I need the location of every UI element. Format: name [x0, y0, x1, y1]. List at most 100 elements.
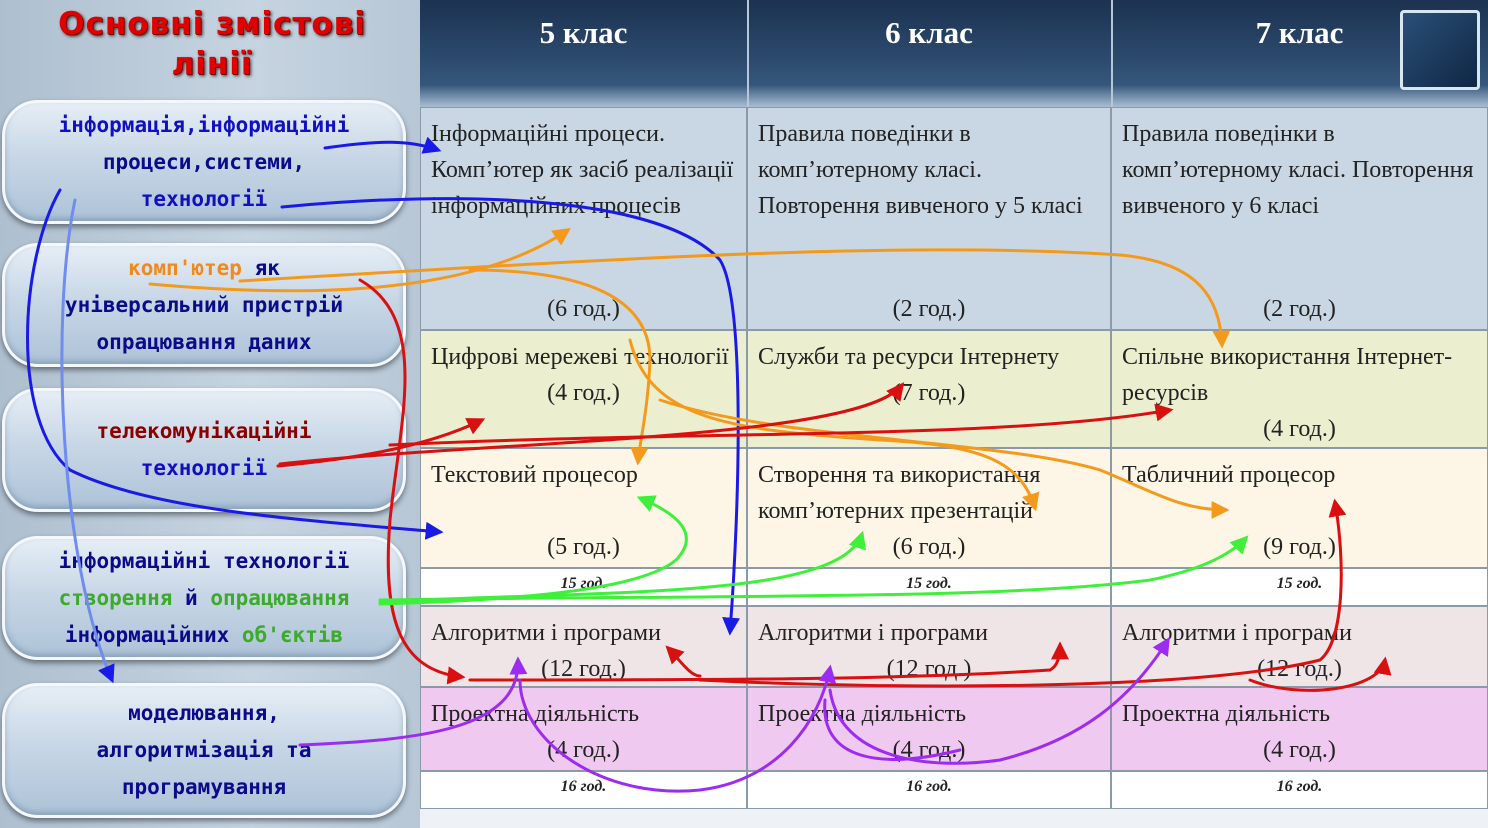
- content-line-row: телекомунікаційні: [97, 413, 312, 450]
- topic-hours: (2 год.): [1263, 296, 1336, 322]
- topic-hours: (12 год.): [886, 656, 972, 682]
- content-line-text: програмування: [121, 775, 287, 799]
- topic-hours: (12 год.): [1257, 656, 1342, 682]
- topic-title: Табличний процесор: [1122, 462, 1336, 488]
- topic-cell: Проектна діяльність (4 год.): [420, 687, 747, 771]
- topic-hours: (6 год.): [892, 534, 966, 560]
- content-line-text: технології: [140, 186, 268, 211]
- hours-total: 15 год.: [1276, 575, 1323, 592]
- topic-hours: (4 год.): [1263, 416, 1336, 442]
- content-line-text: універсальний пристрій: [64, 292, 344, 317]
- hours-total-cell: 15 год.: [1111, 568, 1488, 606]
- content-line-row: технології: [141, 181, 267, 218]
- topic-hours: (9 год.): [1263, 534, 1336, 560]
- topic-cell: Створення та використання комп’ютерних п…: [747, 448, 1111, 568]
- content-line-row: універсальний пристрій: [65, 287, 343, 324]
- content-line-modeling: моделювання, алгоритмізація та програмуван…: [2, 683, 406, 818]
- topic-cell: Цифрові мережеві технології (4 год.): [420, 330, 747, 448]
- content-line-text: інформаційні технології: [58, 548, 350, 573]
- content-line-row: алгоритмізація та: [97, 732, 312, 769]
- topic-title: Створення та використання комп’ютерних п…: [758, 462, 1041, 524]
- content-line-row: інформаційні технології: [59, 543, 350, 580]
- hours-total: 16 год.: [1276, 778, 1323, 795]
- content-line-text: як: [241, 255, 280, 280]
- hours-total-cell: 16 год.: [747, 771, 1111, 809]
- content-line-text: інформаційних: [64, 622, 242, 647]
- hours-total-cell: 16 год.: [420, 771, 747, 809]
- content-line-text: опрацювання даних: [96, 329, 312, 354]
- content-line-text: опрацювання: [210, 585, 350, 610]
- grade-header: 6 клас: [747, 0, 1113, 107]
- topic-hours: (4 год.): [547, 380, 620, 406]
- content-line-text: технології: [140, 456, 268, 480]
- content-line-text: телекомунікаційні: [96, 419, 312, 443]
- content-line-row: моделювання,: [128, 695, 280, 732]
- hours-total-cell: 15 год.: [747, 568, 1111, 606]
- content-line-text: й: [172, 585, 211, 610]
- content-line-info: інформація,інформаційні процеси,системи, т…: [2, 100, 406, 224]
- topic-hours: (7 год.): [892, 380, 966, 406]
- content-line-row: створення й опрацювання: [59, 580, 350, 617]
- topic-hours: (4 год.): [892, 737, 966, 763]
- hours-total-cell: 16 год.: [1111, 771, 1488, 809]
- grade-header: 5 клас: [420, 0, 749, 107]
- content-line-row: програмування: [122, 769, 286, 806]
- content-line-row: опрацювання даних: [97, 324, 312, 361]
- content-line-text: інформація,інформаційні: [58, 112, 350, 137]
- topic-cell: Проектна діяльність(4 год.): [747, 687, 1111, 771]
- content-line-telecom: телекомунікаційні технології: [2, 388, 406, 512]
- topic-hours: (5 год.): [547, 534, 620, 560]
- topic-title: Спільне використання Інтернет-ресурсів: [1122, 344, 1453, 406]
- content-line-text: алгоритмізація та: [96, 738, 312, 762]
- panel-title-line: Основні змістові: [58, 6, 366, 42]
- hours-total-cell: 15 год.: [420, 568, 747, 606]
- content-line-row: інформаційних об'єктів: [65, 617, 343, 654]
- topic-title: Алгоритми і програми: [1122, 620, 1352, 646]
- topic-cell: Табличний процесор (9 год.): [1111, 448, 1488, 568]
- hours-total: 16 год.: [906, 778, 952, 795]
- topic-title: Текстовий процесор: [431, 462, 638, 488]
- monitor-icon: [1400, 10, 1480, 90]
- content-line-infotech: інформаційні технології створення й опрац…: [2, 536, 406, 660]
- topic-title: Інформаційні процеси. Комп’ютер як засіб…: [431, 121, 734, 219]
- content-line-row: інформація,інформаційні: [59, 107, 350, 144]
- topic-cell: Служби та ресурси Інтернету (7 год.): [747, 330, 1111, 448]
- panel-title-line: лінії: [171, 46, 253, 82]
- hours-total: 15 год.: [906, 575, 952, 592]
- topic-cell: Алгоритми і програми (12 год.): [420, 606, 747, 687]
- topic-title: Проектна діяльність: [1122, 701, 1331, 727]
- content-line-row: комп'ютер як: [128, 250, 280, 287]
- topic-title: Проектна діяльність: [431, 701, 640, 727]
- topic-cell: Правила поведінки в комп’ютерному класі.…: [1111, 107, 1488, 330]
- hours-total: 15 год.: [560, 575, 607, 592]
- content-line-row: технології: [141, 450, 267, 487]
- topic-cell: Спільне використання Інтернет-ресурсів (4…: [1111, 330, 1488, 448]
- content-line-row: процеси,системи,: [103, 144, 305, 181]
- topic-hours: (2 год.): [892, 296, 966, 322]
- topic-hours: (12 год.): [541, 656, 626, 682]
- content-line-text: об'єктів: [241, 622, 344, 647]
- content-line-computer: комп'ютер як універсальний пристрій опрацю…: [2, 243, 406, 367]
- topic-cell: Текстовий процесор (5 год.): [420, 448, 747, 568]
- content-line-text: процеси,системи,: [102, 149, 306, 174]
- topic-cell: Алгоритми і програми (12 год.): [1111, 606, 1488, 687]
- topic-title: Алгоритми і програми: [758, 620, 988, 646]
- topic-title: Служби та ресурси Інтернету: [758, 344, 1060, 370]
- topic-cell: Інформаційні процеси. Комп’ютер як засіб…: [420, 107, 747, 330]
- content-line-text: моделювання,: [128, 701, 280, 725]
- content-lines-panel: Основні змістові лінії інформація,інформ…: [0, 0, 420, 828]
- topic-title: Правила поведінки в комп’ютерному класі.…: [1122, 121, 1474, 219]
- panel-title: Основні змістові лінії: [10, 4, 414, 84]
- topic-hours: (6 год.): [547, 296, 620, 322]
- topic-title: Алгоритми і програми: [431, 620, 661, 646]
- content-line-text: створення: [58, 585, 173, 610]
- hours-total: 16 год.: [560, 778, 607, 795]
- topic-title: Цифрові мережеві технології: [431, 344, 729, 370]
- topic-hours: (4 год.): [1263, 737, 1336, 763]
- topic-title: Правила поведінки в комп’ютерному класі.…: [758, 121, 1083, 219]
- topic-hours: (4 год.): [547, 737, 620, 763]
- topic-cell: Алгоритми і програми (12 год.): [747, 606, 1111, 687]
- topic-cell: Правила поведінки в комп’ютерному класі.…: [747, 107, 1111, 330]
